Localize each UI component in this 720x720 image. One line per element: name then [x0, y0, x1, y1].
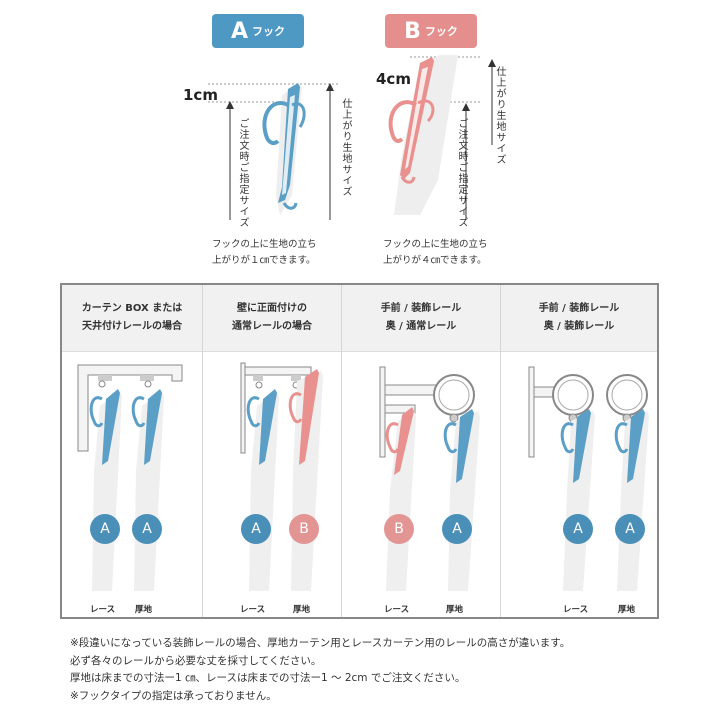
- footer-line3: 厚地は床までの寸法ー1 ㎝、レースは床までの寸法ー1 ～ 2cm でご注文くださ…: [70, 672, 466, 684]
- hook-b-note-line2: 上がりが４㎝できます。: [383, 255, 487, 266]
- panel-4-left-label: レース: [563, 605, 589, 615]
- panel-3-left-hook-badge: B: [384, 514, 414, 544]
- hook-b-measure: 4cm: [376, 70, 411, 88]
- panel-4-illustration: [528, 366, 649, 591]
- panel-3-heading: 手前 / 装飾レール 奥 / 通常レール: [342, 285, 500, 352]
- panel-1-right-label: 厚地: [135, 605, 153, 615]
- rail-panels: カーテン BOX または 天井付けレールの場合 A A レース 厚地 壁に正面付…: [60, 283, 659, 619]
- panel-3-illustration: [379, 366, 480, 591]
- panel-1-left-hook-badge: A: [90, 514, 120, 544]
- hook-a-note: フックの上に生地の立ち 上がりが１㎝できます。: [212, 237, 317, 269]
- panel-1-right-hook-badge: A: [132, 514, 162, 544]
- panel-3-heading-line2: 奥 / 通常レール: [385, 321, 457, 332]
- panel-divider: [341, 285, 342, 617]
- panel-2-heading-line2: 通常レールの場合: [232, 321, 312, 332]
- panel-4-heading-line2: 奥 / 装飾レール: [543, 321, 615, 332]
- footer-notes: ※段違いになっている装飾レールの場合、厚地カーテン用とレースカーテン用のレールの…: [70, 635, 570, 705]
- panel-2-right-hook-badge: B: [289, 514, 319, 544]
- hook-b-badge: B フック: [385, 14, 477, 48]
- footer-line2: 必ず各々のレールから必要な丈を採寸してください。: [70, 654, 322, 667]
- panel-3-right-label: 厚地: [446, 605, 464, 615]
- panel-3-right-hook-badge: A: [442, 514, 472, 544]
- hook-a-badge-label: フック: [252, 25, 286, 38]
- hook-b-badge-label: フック: [424, 25, 458, 38]
- panel-4-right-label: 厚地: [618, 605, 636, 615]
- hook-b-diagram: [388, 55, 496, 220]
- panel-1-left-label: レース: [90, 605, 116, 615]
- panel-1-heading-line1: カーテン BOX または: [81, 303, 183, 314]
- panel-4-left-hook-badge: A: [563, 514, 593, 544]
- panel-front-decorative-back-normal: 手前 / 装飾レール 奥 / 通常レール B A レース 厚地: [342, 285, 500, 617]
- hook-b-order-size-label: ご注文時ご指定サイズ: [456, 118, 467, 228]
- footer-line1: ※段違いになっている装飾レールの場合、厚地カーテン用とレースカーテン用のレールの…: [70, 637, 571, 649]
- panel-divider: [202, 285, 203, 617]
- panel-2-left-label: レース: [240, 605, 266, 615]
- hook-a-measure: 1cm: [183, 86, 218, 104]
- hook-a-note-line2: 上がりが１㎝できます。: [212, 255, 316, 266]
- panel-1-heading-line2: 天井付けレールの場合: [82, 321, 182, 332]
- panel-4-heading: 手前 / 装飾レール 奥 / 装飾レール: [501, 285, 657, 352]
- panel-1-illustration: [77, 364, 183, 591]
- panel-4-heading-line1: 手前 / 装飾レール: [538, 303, 620, 314]
- panel-wall-normal: 壁に正面付けの 通常レールの場合 A B レース 厚地: [203, 285, 341, 617]
- hook-a-diagram: [208, 83, 340, 220]
- panel-divider: [500, 285, 501, 617]
- hook-a-badge: A フック: [212, 14, 304, 48]
- panel-2-heading-line1: 壁に正面付けの: [237, 303, 307, 314]
- panel-3-left-label: レース: [384, 605, 410, 615]
- hook-b-letter: B: [404, 18, 421, 44]
- panel-3-heading-line1: 手前 / 装飾レール: [380, 303, 462, 314]
- footer-line4: ※フックタイプの指定は承っておりません。: [70, 689, 277, 702]
- hook-a-finish-size-label: 仕上がり生地サイズ: [340, 98, 351, 197]
- panel-2-illustration: [240, 362, 323, 591]
- hook-a-letter: A: [230, 18, 249, 44]
- hook-a-order-size-label: ご注文時ご指定サイズ: [237, 118, 248, 228]
- hook-a-note-line1: フックの上に生地の立ち: [212, 239, 317, 250]
- hook-b-note: フックの上に生地の立ち 上がりが４㎝できます。: [383, 237, 488, 269]
- panel-2-heading: 壁に正面付けの 通常レールの場合: [203, 285, 341, 352]
- panel-2-left-hook-badge: A: [241, 514, 271, 544]
- hook-b-note-line1: フックの上に生地の立ち: [383, 239, 488, 250]
- panel-1-heading: カーテン BOX または 天井付けレールの場合: [62, 285, 202, 352]
- panel-4-right-hook-badge: A: [615, 514, 645, 544]
- hook-b-finish-size-label: 仕上がり生地サイズ: [494, 66, 505, 165]
- panel-box-ceiling: カーテン BOX または 天井付けレールの場合 A A レース 厚地: [62, 285, 202, 617]
- panel-2-right-label: 厚地: [293, 605, 311, 615]
- panel-front-back-decorative: 手前 / 装飾レール 奥 / 装飾レール A A レース 厚地: [501, 285, 657, 617]
